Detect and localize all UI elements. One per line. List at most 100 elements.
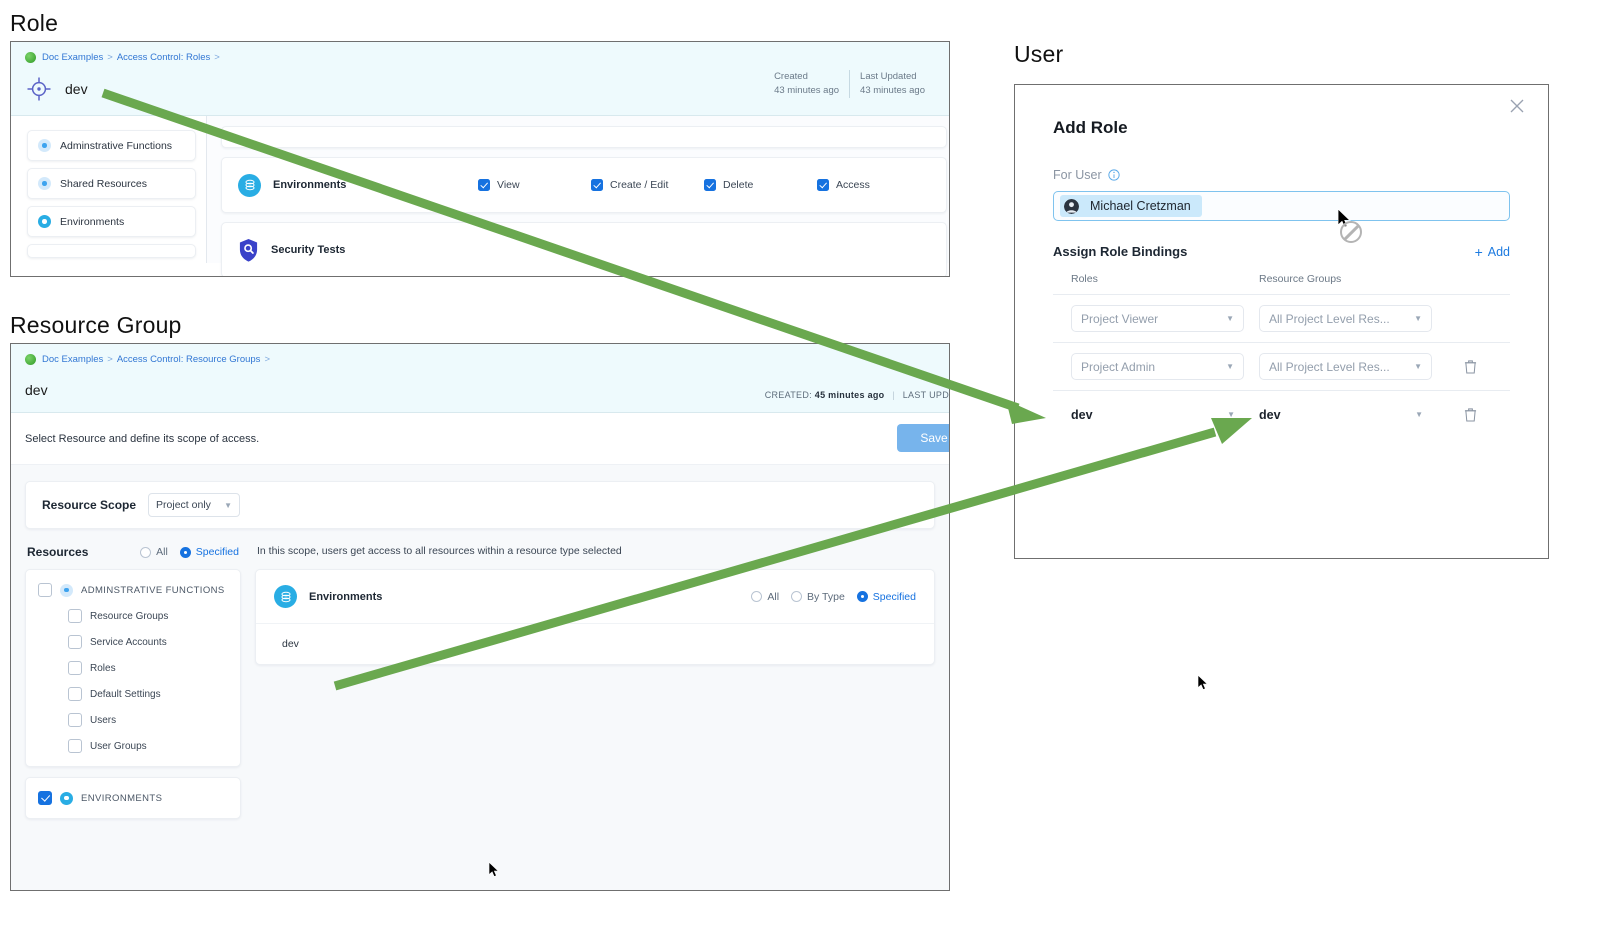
checkbox-icon[interactable]: [68, 635, 82, 649]
resource-group-subbar: Select Resource and define its scope of …: [11, 413, 949, 465]
permission-options: View Create / Edit Delete: [478, 179, 930, 191]
environments-icon: [238, 173, 261, 197]
role-select[interactable]: Project Admin ▼: [1071, 353, 1244, 380]
resources-mode-specified[interactable]: Specified: [179, 546, 239, 558]
chevron-down-icon: ▼: [224, 500, 233, 510]
breadcrumb-section[interactable]: Access Control: Resource Groups: [116, 354, 261, 365]
checkbox-icon[interactable]: [591, 179, 603, 191]
resource-child-roles[interactable]: Roles: [38, 661, 228, 675]
permission-option-delete[interactable]: Delete: [704, 179, 817, 191]
save-button[interactable]: Save: [897, 424, 949, 452]
resources-header: Resources: [27, 545, 89, 559]
resource-group-select-value: All Project Level Res...: [1269, 311, 1390, 326]
scope-mode-by-type[interactable]: By Type: [791, 591, 845, 603]
checkbox-icon[interactable]: [68, 739, 82, 753]
breadcrumb-project[interactable]: Doc Examples: [42, 52, 104, 63]
chevron-down-icon: ▼: [1226, 314, 1234, 323]
resource-scope-select[interactable]: Project only ▼: [148, 493, 241, 517]
permission-option-create-edit[interactable]: Create / Edit: [591, 179, 704, 191]
resource-parent-row[interactable]: ADMINSTRATIVE FUNCTIONS: [38, 583, 228, 597]
resource-child-service-accounts[interactable]: Service Accounts: [38, 635, 228, 649]
add-binding-button[interactable]: + Add: [1475, 245, 1510, 259]
radio-icon-selected[interactable]: [179, 546, 191, 558]
resource-scope-label: Resource Scope: [42, 498, 137, 512]
radio-icon[interactable]: [791, 591, 803, 602]
role-title-row: dev: [25, 75, 935, 103]
nav-item-partial[interactable]: [27, 244, 196, 258]
resource-child-default-settings[interactable]: Default Settings: [38, 687, 228, 701]
permission-option-label: Create / Edit: [610, 179, 669, 191]
breadcrumb-project[interactable]: Doc Examples: [42, 354, 104, 365]
scope-mode-specified[interactable]: Specified: [856, 591, 916, 603]
checkbox-icon[interactable]: [68, 609, 82, 623]
radio-icon[interactable]: [751, 591, 763, 602]
info-icon[interactable]: [1108, 169, 1120, 181]
role-select[interactable]: Project Viewer ▼: [1071, 305, 1244, 332]
resource-child-label: Service Accounts: [90, 636, 167, 648]
resource-group-select[interactable]: All Project Level Res... ▼: [1259, 305, 1432, 332]
breadcrumb-section[interactable]: Access Control: Roles: [116, 52, 211, 63]
resource-group-title: dev: [25, 382, 48, 398]
role-category-nav: Adminstrative Functions Shared Resources…: [11, 116, 207, 263]
permission-name-environments: Environments: [238, 173, 478, 197]
resource-child-users[interactable]: Users: [38, 713, 228, 727]
nav-item-administrative-functions[interactable]: Adminstrative Functions: [27, 130, 196, 161]
meta-updated-label: Last Updated: [860, 71, 917, 82]
resource-parent-label: ADMINSTRATIVE FUNCTIONS: [81, 584, 225, 596]
binding-row: dev ▼ dev ▼: [1053, 390, 1510, 438]
meta-created-value: 45 minutes ago: [814, 390, 885, 400]
permission-option-access[interactable]: Access: [817, 179, 930, 191]
breadcrumb[interactable]: Doc Examples > Access Control: Roles >: [25, 52, 935, 63]
column-header-roles: Roles: [1071, 273, 1098, 285]
resource-child-resource-groups[interactable]: Resource Groups: [38, 609, 228, 623]
resource-child-user-groups[interactable]: User Groups: [38, 739, 228, 753]
bindings-header: Assign Role Bindings + Add: [1053, 244, 1510, 259]
radio-icon[interactable]: [140, 546, 152, 558]
checkbox-icon[interactable]: [68, 687, 82, 701]
permission-card-security-tests: Security Tests: [221, 222, 947, 276]
checkbox-icon[interactable]: [704, 179, 716, 191]
checkbox-icon[interactable]: [68, 713, 82, 727]
avatar: [1064, 198, 1079, 214]
radio-icon-selected[interactable]: [856, 591, 868, 602]
role-select[interactable]: dev ▼: [1071, 408, 1244, 422]
resource-group-meta: CREATED: 45 minutes ago | LAST UPD: [765, 390, 949, 400]
breadcrumb-rg[interactable]: Doc Examples > Access Control: Resource …: [25, 354, 935, 365]
checkbox-icon[interactable]: [38, 583, 52, 597]
resource-parent-label: ENVIRONMENTS: [81, 792, 163, 804]
dialog-content: Add Role For User Michael Cretzman: [1015, 85, 1548, 558]
checkbox-icon[interactable]: [478, 179, 490, 191]
resources-mode-label: All: [156, 546, 168, 558]
resources-mode-all[interactable]: All: [140, 546, 168, 558]
resource-group-select[interactable]: dev ▼: [1259, 408, 1432, 422]
nav-item-environments[interactable]: Environments: [27, 206, 196, 237]
checkbox-icon-checked[interactable]: [38, 791, 52, 805]
scope-mode-label: By Type: [807, 590, 845, 603]
resource-child-label: User Groups: [90, 740, 147, 752]
checkbox-icon[interactable]: [68, 661, 82, 675]
user-chip[interactable]: Michael Cretzman: [1060, 195, 1202, 217]
permission-option-view[interactable]: View: [478, 179, 591, 191]
scope-card-item[interactable]: dev: [256, 623, 934, 664]
resource-child-label: Default Settings: [90, 688, 161, 700]
no-drop-cursor-indicator: [1340, 221, 1362, 243]
delete-binding-icon[interactable]: [1464, 407, 1477, 422]
environments-icon: [274, 585, 297, 608]
role-target-icon: [27, 77, 51, 101]
resource-group-body: Resource Scope Project only ▼ Resources …: [11, 465, 949, 890]
nav-item-shared-resources[interactable]: Shared Resources: [27, 168, 196, 199]
resource-parent-row[interactable]: ENVIRONMENTS: [38, 791, 228, 805]
delete-binding-icon[interactable]: [1464, 359, 1477, 374]
close-icon[interactable]: [1508, 97, 1526, 115]
resource-group-select[interactable]: All Project Level Res... ▼: [1259, 353, 1432, 380]
resource-group-environments: ENVIRONMENTS: [25, 777, 241, 819]
permission-name-security-tests: Security Tests: [238, 238, 478, 263]
resource-group-header: Doc Examples > Access Control: Resource …: [11, 344, 949, 413]
breadcrumb-separator: >: [107, 52, 113, 63]
scope-mode-all[interactable]: All: [751, 591, 779, 603]
permission-row: Security Tests: [222, 223, 946, 276]
resource-group-administrative-functions: ADMINSTRATIVE FUNCTIONS Resource Groups …: [25, 569, 241, 767]
binding-row: Project Admin ▼ All Project Level Res...…: [1053, 342, 1510, 390]
checkbox-icon[interactable]: [817, 179, 829, 191]
for-user-field[interactable]: Michael Cretzman: [1053, 191, 1510, 221]
